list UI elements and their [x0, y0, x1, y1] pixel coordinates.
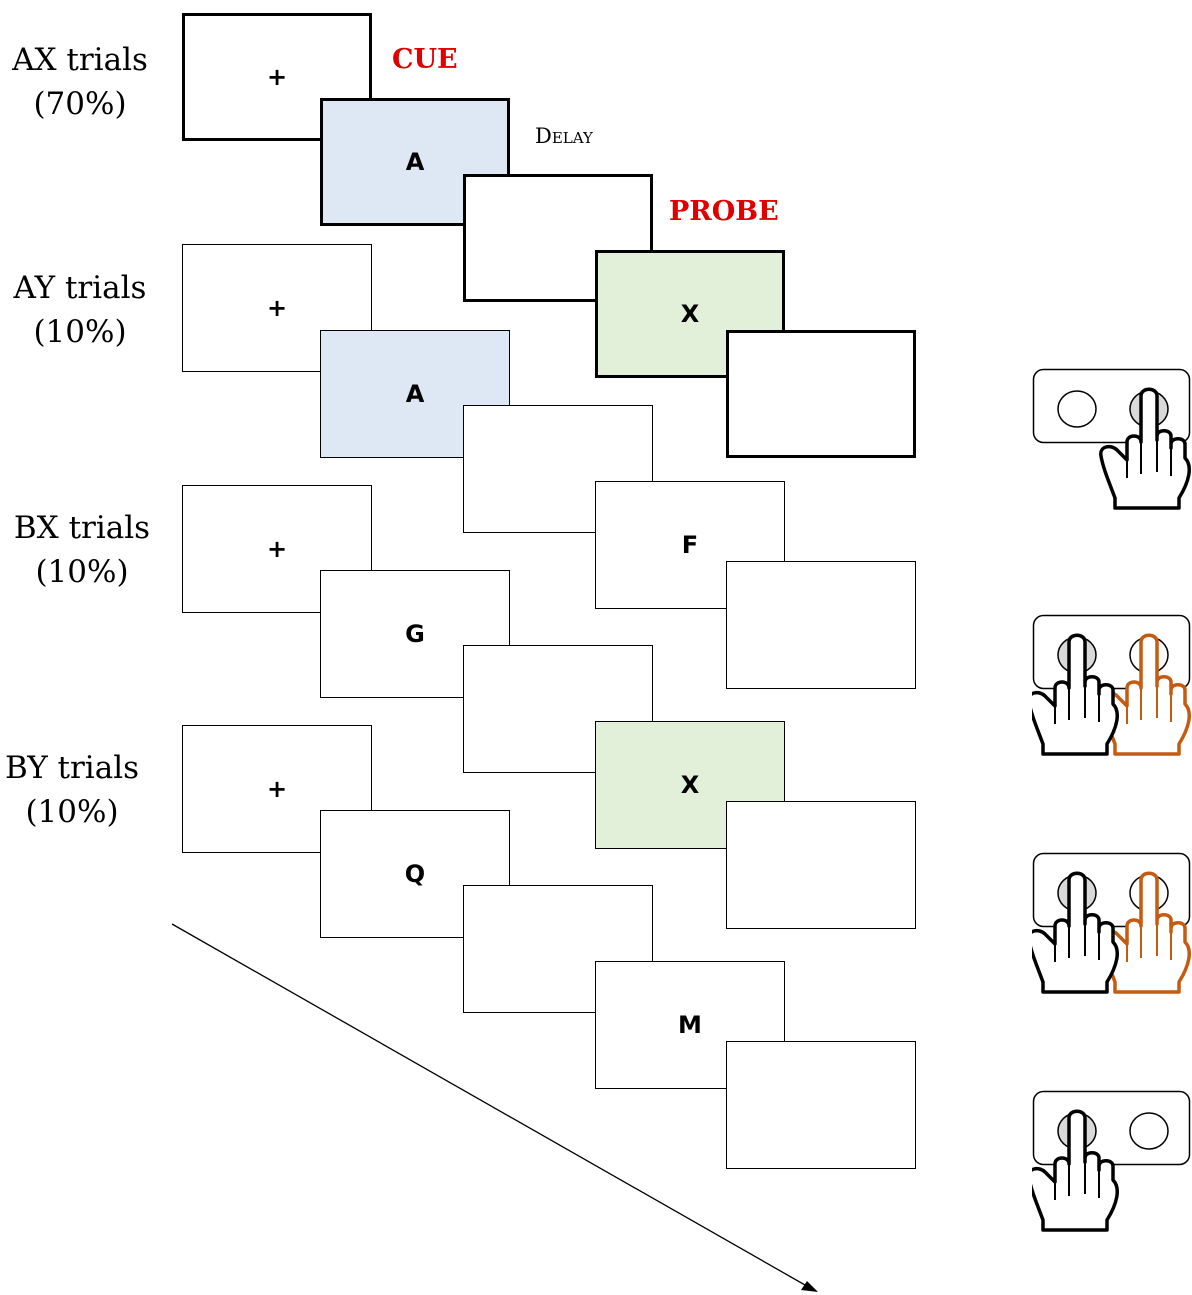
- alternative-hand-icon: [1099, 633, 1191, 756]
- response-screen: [726, 1041, 916, 1169]
- trial-percent: (10%): [33, 314, 127, 350]
- trial-label-bx: BX trials (10%): [12, 506, 152, 594]
- response-ay: [1032, 614, 1192, 759]
- trial-percent: (70%): [33, 86, 127, 122]
- trial-name: AX trials: [12, 42, 148, 78]
- right-button: [1129, 1112, 1169, 1150]
- alternative-hand-icon: [1099, 871, 1191, 994]
- trial-label-ax: AX trials (70%): [10, 38, 150, 126]
- probe-phase-label: PROBE: [669, 196, 779, 227]
- left-button: [1057, 390, 1097, 428]
- pressing-hand-icon: [1032, 1109, 1119, 1232]
- trial-name: AY trials: [13, 270, 147, 306]
- trial-label-ay: AY trials (10%): [10, 266, 150, 354]
- trial-label-by: BY trials (10%): [2, 746, 142, 834]
- trial-percent: (10%): [35, 554, 129, 590]
- pressing-hand-icon: [1099, 387, 1191, 510]
- response-screen: [726, 330, 916, 458]
- delay-screen: [463, 885, 653, 1013]
- response-ax: [1032, 368, 1192, 513]
- pressing-hand-icon: [1032, 871, 1119, 994]
- response-bx: [1032, 852, 1192, 997]
- response-by: [1032, 1090, 1192, 1235]
- trial-percent: (10%): [25, 794, 119, 830]
- response-screen: [726, 561, 916, 689]
- response-screen: [726, 801, 916, 929]
- pressing-hand-icon: [1032, 633, 1119, 756]
- cue-phase-label: CUE: [392, 44, 458, 75]
- trial-name: BX trials: [13, 510, 151, 546]
- delay-phase-label: Delay: [535, 124, 593, 148]
- probe-screen: X: [595, 250, 785, 378]
- trial-name: BY trials: [4, 750, 140, 786]
